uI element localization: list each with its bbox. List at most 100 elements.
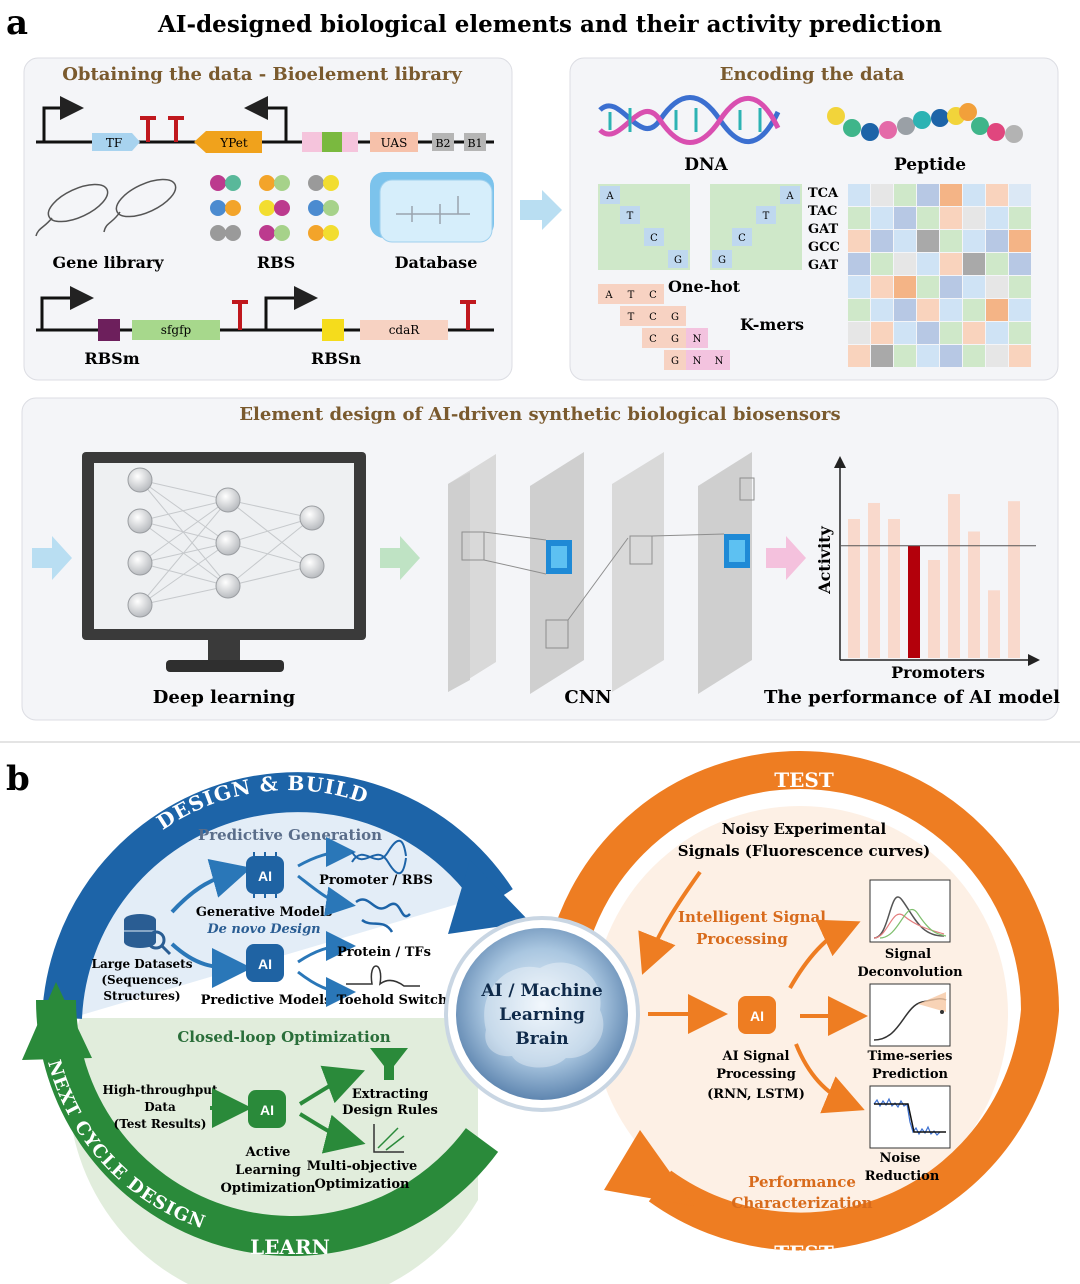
heatmap-cell (894, 322, 916, 344)
multi-objective-1: Multi-objective (307, 1159, 418, 1174)
onehot-matrix-1: A T C G (598, 184, 690, 270)
heatmap-cell (894, 299, 916, 321)
flow-arrow-icon (766, 536, 806, 580)
panel-b: b DESIGN & BUILD NEXT CYCLE DESIGN LEARN… (6, 751, 1060, 1284)
kmer-row-5: GAT (808, 258, 838, 273)
deconv-2: Deconvolution (857, 965, 963, 980)
heatmap-cell (848, 322, 870, 344)
brain-3: Brain (515, 1029, 568, 1049)
heatmap-cell (871, 184, 893, 206)
test-bottom-label: TEST (774, 1241, 834, 1265)
bar-5 (928, 560, 940, 658)
heatmap-cell (894, 184, 916, 206)
top-construct: TF YPet UAS B2 B1 (36, 96, 494, 153)
heatmap-cell (940, 322, 962, 344)
design-box: Element design of AI-driven synthetic bi… (21, 397, 1060, 721)
onehot-g2: G (718, 255, 726, 266)
heatmap-cell (894, 253, 916, 275)
orange-arrowhead-icon (604, 1130, 694, 1206)
panel-a-letter: a (6, 3, 28, 43)
kmer-a: A (604, 290, 613, 301)
heatmap-cell (871, 276, 893, 298)
active-learning-2: Learning (235, 1163, 301, 1178)
ai-chip-text: AI (750, 1008, 764, 1024)
heatmap-cell (848, 184, 870, 206)
heatmap-cell (917, 184, 939, 206)
flow-arrow-icon (520, 190, 562, 230)
heatmap-cell (986, 322, 1008, 344)
ai-chip-text: AI (258, 956, 272, 972)
signal-proc-2: Processing (716, 1067, 796, 1082)
onehot-label: One-hot (668, 277, 741, 296)
heatmap-cell (917, 299, 939, 321)
heatmap-cell (940, 230, 962, 252)
de-novo-label: De novo Design (206, 922, 320, 937)
library-heading: Obtaining the data - Bioelement library (62, 64, 462, 85)
heatmap-cell (963, 345, 985, 367)
heatmap-cell (871, 299, 893, 321)
bar-6 (948, 494, 960, 658)
noise-1: Noise (879, 1151, 920, 1166)
bar-9 (1008, 501, 1020, 658)
protein-tfs-label: Protein / TFs (337, 945, 431, 960)
kmer-n3: N (715, 356, 724, 367)
heatmap-cell (894, 276, 916, 298)
heatmap-cell (1009, 230, 1031, 252)
heatmap-cell (940, 345, 962, 367)
heatmap-cell (917, 345, 939, 367)
heatmap-cell (871, 345, 893, 367)
kmer-row-3: GAT (808, 222, 838, 237)
heatmap-cell (940, 276, 962, 298)
performance-2: Characterization (731, 1194, 872, 1212)
ai-chip-icon: AI (248, 1090, 286, 1128)
bar-1 (848, 519, 860, 658)
signal-proc-1: AI Signal (722, 1049, 790, 1064)
heatmap-cell (917, 207, 939, 229)
bottom-construct: sfgfp cdaR (36, 286, 494, 341)
flow-arrow-icon (32, 536, 72, 580)
htp-data-1: High-throughput (102, 1083, 218, 1097)
funnel-icon (370, 1048, 408, 1080)
heatmap-cell (848, 276, 870, 298)
heatmap-cell (1009, 276, 1031, 298)
heatmap-cell (871, 322, 893, 344)
kmer-list: TCA TAC GAT GCC GAT (808, 186, 840, 273)
kmer-c2: C (649, 312, 657, 323)
onehot-c: C (650, 233, 658, 244)
kmer-row-4: GCC (808, 240, 840, 255)
predictive-models-label: Predictive Models (201, 993, 332, 1008)
deconv-1: Signal (885, 947, 931, 962)
extracting-1: Extracting (352, 1087, 428, 1102)
brain-1: AI / Machine (480, 981, 603, 1001)
heatmap-cell (986, 207, 1008, 229)
protein-icon (355, 898, 411, 933)
heatmap-cell (986, 253, 1008, 275)
encoding-box: Encoding the data DNA Peptide A T (569, 57, 1059, 381)
onehot-a2: A (785, 191, 794, 202)
database-stack-icon (124, 914, 172, 956)
cnn-layers (448, 452, 755, 694)
closed-loop-heading: Closed-loop Optimization (177, 1028, 390, 1046)
bar-7 (968, 531, 980, 658)
timeseries-2: Prediction (872, 1067, 948, 1082)
multi-objective-2: Optimization (315, 1177, 410, 1192)
htp-data-3: (Test Results) (114, 1117, 207, 1131)
toehold-icon (346, 965, 420, 987)
library-box: Obtaining the data - Bioelement library … (23, 57, 513, 381)
extracting-2: Design Rules (342, 1103, 438, 1118)
heatmap-cell (848, 299, 870, 321)
kmer-c3: C (649, 334, 657, 345)
ai-chip-text: AI (260, 1102, 274, 1118)
flow-arrow-icon (380, 536, 420, 580)
part-b2: B2 (435, 137, 450, 150)
panel-b-letter: b (6, 759, 30, 799)
monitor-icon (82, 452, 366, 672)
onehot-c2: C (738, 233, 746, 244)
heatmap-cell (1009, 253, 1031, 275)
toehold-label: Toehold Switch (337, 993, 448, 1008)
heatmap-cell (917, 253, 939, 275)
kmer-staircase: A T C T C G C G N G N N (598, 284, 730, 370)
heatmap-cell (963, 207, 985, 229)
encoding-heading: Encoding the data (720, 64, 905, 85)
rbs-dots (210, 175, 339, 241)
